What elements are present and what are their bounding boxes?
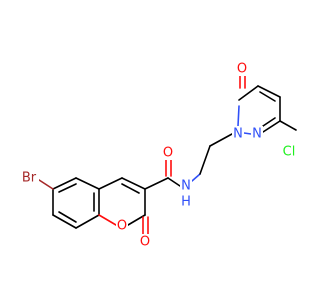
amide-nitrogen-atom: N	[181, 179, 191, 194]
label-bg	[180, 194, 192, 209]
double-bond-inner	[259, 91, 276, 102]
molecule-structure: Br O O O N H O N N Cl	[19, 61, 298, 250]
double-bond-inner	[262, 117, 276, 127]
bond	[243, 132, 252, 135]
label-bg	[180, 178, 192, 193]
ethyl-linker	[191, 133, 233, 182]
bond	[191, 173, 201, 182]
bond	[144, 177, 169, 190]
lactone-oxygen-atom: O	[140, 235, 150, 250]
bond	[199, 145, 211, 175]
bond	[52, 214, 77, 229]
molecule-canvas: Br O O O N H O N N Cl	[19, 61, 298, 250]
label-bg	[19, 170, 39, 186]
coumarin-pyranone-ring	[98, 177, 149, 235]
bond	[237, 105, 240, 127]
amide-group	[144, 159, 181, 190]
atom-labels: Br O O O N H O N N Cl	[19, 61, 298, 250]
amide-hydrogen-atom: H	[181, 195, 191, 210]
bond	[75, 214, 100, 229]
pyridazinone-ring	[237, 75, 281, 135]
label-bg	[251, 126, 263, 141]
double-bond-inner	[121, 183, 140, 194]
label-bg	[280, 144, 298, 160]
pyridazinone-n1-atom: N	[233, 127, 243, 142]
label-bg	[116, 218, 128, 233]
coumarin-benzene-ring	[52, 177, 100, 229]
bromine-atom: Br	[22, 171, 37, 186]
label-bg	[162, 145, 174, 160]
bond	[98, 177, 123, 190]
bond	[75, 177, 100, 190]
bond	[279, 120, 297, 131]
bond	[262, 120, 281, 133]
ring-oxygen-atom: O	[117, 219, 127, 234]
amide-oxygen-atom: O	[163, 146, 173, 161]
label-bg	[236, 61, 248, 76]
bond	[209, 133, 233, 147]
bond	[127, 214, 146, 226]
pyridazinone-n2-atom: N	[252, 127, 262, 142]
chlorophenyl-ring	[279, 120, 297, 131]
chlorine-atom: Cl	[283, 145, 296, 160]
pyridazinone-oxygen-atom: O	[237, 62, 247, 77]
bond	[121, 177, 146, 190]
bond	[257, 85, 281, 98]
bond	[238, 85, 259, 101]
double-bond-inner	[58, 211, 77, 223]
label-bg	[139, 234, 151, 249]
bond	[52, 177, 77, 190]
bond	[98, 214, 117, 226]
bond	[167, 177, 181, 187]
double-bond-inner	[58, 183, 77, 193]
label-bg	[232, 126, 244, 141]
